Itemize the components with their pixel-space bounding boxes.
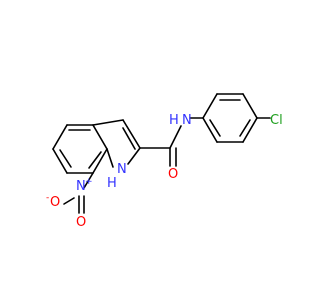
bond-double-inner bbox=[209, 119, 221, 137]
bond bbox=[63, 197, 75, 205]
bond bbox=[106, 148, 114, 168]
bond bbox=[202, 117, 218, 143]
bond bbox=[169, 125, 182, 149]
chlorine-label: Cl bbox=[270, 113, 283, 128]
nitro-plus-charge: + bbox=[85, 177, 93, 187]
bond bbox=[202, 93, 218, 119]
nitro-nitrogen-label: N bbox=[76, 179, 86, 194]
molecule-structure: N H O N H Cl N + O - O bbox=[46, 93, 283, 230]
bond-double-inner bbox=[59, 149, 72, 168]
bond bbox=[127, 147, 141, 165]
nitro-oxygen-minus-label: O bbox=[50, 195, 60, 210]
bond-double-inner bbox=[122, 127, 136, 150]
bond bbox=[242, 117, 258, 143]
bond-double-inner bbox=[88, 151, 102, 169]
indole-hydrogen-label: H bbox=[107, 176, 117, 191]
indole-nitrogen-label: N bbox=[117, 162, 127, 177]
amide-nitrogen-label: N bbox=[182, 113, 192, 128]
bond bbox=[92, 148, 108, 174]
bond bbox=[242, 93, 258, 119]
nitro-oxygen-label: O bbox=[76, 215, 86, 230]
bond bbox=[92, 124, 108, 150]
bond bbox=[52, 148, 68, 174]
bond bbox=[83, 172, 94, 189]
bond bbox=[122, 119, 141, 149]
bonds bbox=[52, 93, 271, 214]
bond bbox=[92, 119, 124, 126]
amide-hydrogen-label: H bbox=[169, 113, 179, 128]
bond bbox=[52, 124, 68, 150]
atom-labels: N H O N H Cl N + O - O bbox=[46, 113, 283, 230]
bond-double-inner bbox=[239, 119, 251, 137]
carbonyl-oxygen-label: O bbox=[168, 167, 178, 182]
nitro-minus-charge: - bbox=[46, 193, 49, 203]
